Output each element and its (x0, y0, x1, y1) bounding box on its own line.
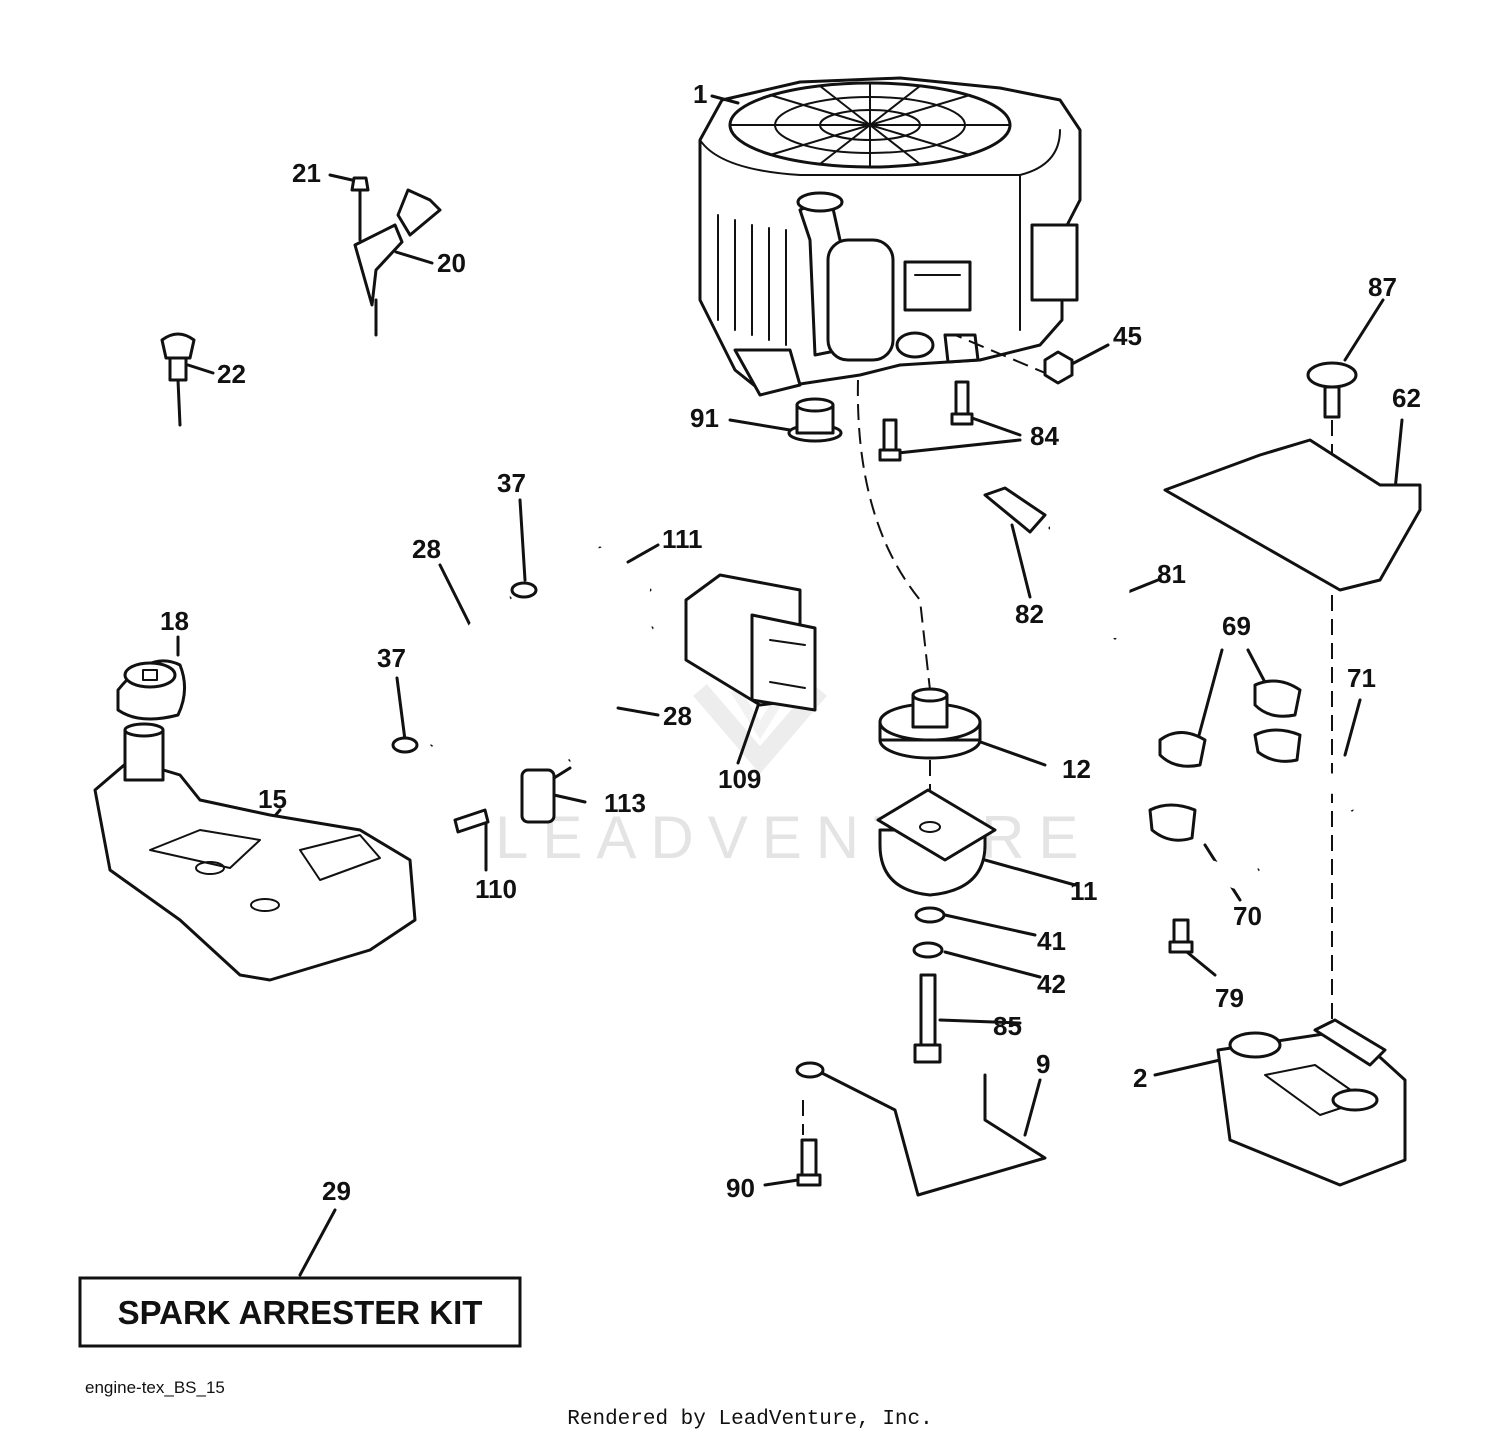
callout-62: 62 (1392, 383, 1421, 413)
callout-113: 113 (604, 788, 646, 818)
callout-12: 12 (1062, 754, 1091, 784)
callout-69: 69 (1222, 611, 1251, 641)
callout-20: 20 (437, 248, 466, 278)
callout-91: 91 (690, 403, 719, 433)
mount-bolts[interactable] (878, 380, 974, 462)
washer-41[interactable] (914, 906, 946, 924)
watermark-text: LEADVENTURE (495, 804, 1092, 871)
callout-37-top: 37 (497, 468, 526, 498)
fuel-connector[interactable] (453, 808, 490, 834)
gasket-left[interactable] (1158, 731, 1207, 768)
callout-79: 79 (1215, 983, 1244, 1013)
throttle-bracket[interactable] (350, 176, 442, 337)
nut[interactable] (1043, 350, 1074, 385)
callout-28-left: 28 (412, 534, 441, 564)
callout-22: 22 (217, 359, 246, 389)
clutch-rod[interactable] (810, 1066, 1047, 1197)
gasket-right[interactable] (1253, 679, 1302, 718)
hose-clamp-top[interactable] (510, 581, 538, 599)
fuel-cap[interactable] (116, 659, 186, 721)
callout-42: 42 (1037, 969, 1066, 999)
pto-clutch[interactable] (876, 788, 997, 897)
callout-85: 85 (993, 1011, 1022, 1041)
fuel-filter[interactable] (520, 766, 572, 824)
fuel-line-right[interactable] (568, 626, 654, 762)
spark-arrester-kit-label: SPARK ARRESTER KIT (118, 1294, 483, 1331)
callout-87: 87 (1368, 272, 1397, 302)
callout-45: 45 (1113, 321, 1142, 351)
rod-bolt[interactable] (796, 1138, 822, 1187)
pulley[interactable] (878, 687, 982, 760)
callout-90: 90 (726, 1173, 755, 1203)
muffler-bolt[interactable] (1168, 918, 1194, 954)
breather-fitting[interactable] (983, 486, 1047, 534)
washer-42[interactable] (912, 941, 944, 959)
callout-2: 2 (1133, 1063, 1147, 1093)
leader-lines (176, 94, 1404, 1277)
callout-82: 82 (1015, 599, 1044, 629)
callout-9: 9 (1036, 1049, 1050, 1079)
callout-28-right: 28 (663, 701, 692, 731)
hose-clamp-bottom[interactable] (391, 736, 419, 754)
callout-21: 21 (292, 158, 321, 188)
callout-111: 111 (662, 524, 703, 554)
callout-81: 81 (1157, 559, 1186, 589)
clutch-bolt[interactable] (913, 973, 942, 1064)
charcoal-canister[interactable] (684, 573, 817, 712)
diagram-reference: engine-tex_BS_15 (85, 1378, 225, 1397)
heat-shield-knob[interactable] (1306, 361, 1358, 419)
engine-fins (717, 214, 787, 346)
muffler[interactable] (1216, 1018, 1407, 1187)
heat-shield[interactable] (1163, 438, 1422, 592)
callout-15: 15 (258, 784, 287, 814)
spark-arrester-kit-box[interactable] (78, 1276, 522, 1348)
callout-29: 29 (322, 1176, 351, 1206)
callout-71: 71 (1347, 663, 1376, 693)
callout-37-bottom: 37 (377, 643, 406, 673)
bushing[interactable] (787, 397, 843, 443)
callout-18: 18 (160, 606, 189, 636)
callout-11: 11 (1070, 876, 1098, 906)
fuel-tank[interactable] (93, 722, 417, 982)
callout-1: 1 (693, 79, 707, 109)
credit-line: Rendered by LeadVenture, Inc. (567, 1408, 932, 1431)
engine-grille (729, 82, 1011, 168)
callout-labels: 1 2 9 11 12 15 18 20 21 22 28 28 29 37 3… (160, 79, 1421, 1206)
callout-41: 41 (1037, 926, 1066, 956)
callout-84: 84 (1030, 421, 1059, 451)
choke-knob[interactable] (160, 332, 196, 427)
callout-109: 109 (718, 764, 761, 794)
engine[interactable] (698, 76, 1082, 397)
callout-110: 110 (475, 874, 517, 904)
callout-70: 70 (1233, 901, 1262, 931)
